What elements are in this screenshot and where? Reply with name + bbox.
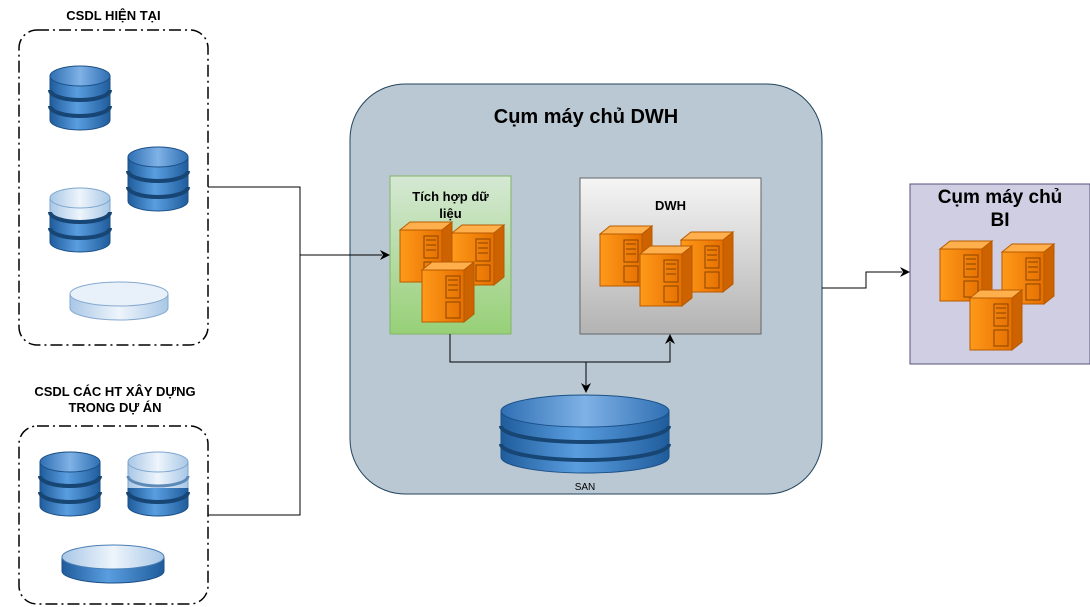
disk-icon	[69, 281, 169, 321]
server-icon	[421, 261, 475, 323]
integration-title-line1: Tích hợp dữ	[412, 189, 489, 204]
database-icon	[126, 450, 190, 518]
san-storage-icon	[499, 394, 671, 474]
current-db-title: CSDL HIỆN TẠI	[66, 8, 161, 23]
database-icon	[48, 64, 112, 132]
dwh-cluster-title: Cụm máy chủ DWH	[493, 106, 679, 128]
dwh-title: DWH	[654, 198, 687, 213]
integration-title-line2: liệu	[439, 206, 462, 221]
database-icon	[38, 450, 102, 518]
arrow-into-bi	[900, 267, 910, 277]
arrowheads	[380, 250, 910, 393]
project-db-title-line2: TRONG DỰ ÁN	[68, 400, 162, 415]
bi-cluster-title-line1: Cụm máy chủ	[937, 187, 1063, 208]
server-icon	[639, 245, 693, 307]
database-icon	[48, 186, 112, 254]
project-db-title-line1: CSDL CÁC HT XÂY DỰNG	[34, 384, 196, 399]
edge-dwh-to-bi	[822, 271, 902, 289]
edge-current-to-integration	[208, 186, 382, 256]
edge-project-to-integration	[208, 255, 301, 516]
integration-title: Tích hợp dữ liệu	[390, 188, 511, 222]
bi-cluster-title-line2: BI	[990, 210, 1010, 231]
server-icon	[969, 289, 1023, 351]
arrow-into-integration	[380, 250, 390, 260]
san-label: SAN	[574, 482, 596, 493]
bi-cluster-title: Cụm máy chủ BI	[910, 186, 1090, 232]
disk-icon	[61, 544, 165, 584]
connectors	[208, 186, 902, 516]
project-db-title: CSDL CÁC HT XÂY DỰNG TRONG DỰ ÁN	[0, 384, 230, 416]
arrow-into-dwh	[665, 334, 675, 344]
edge-san-to-dwh	[586, 342, 671, 363]
database-icon	[126, 145, 190, 213]
arrow-into-san	[581, 383, 591, 393]
edge-integration-to-san	[449, 334, 587, 386]
